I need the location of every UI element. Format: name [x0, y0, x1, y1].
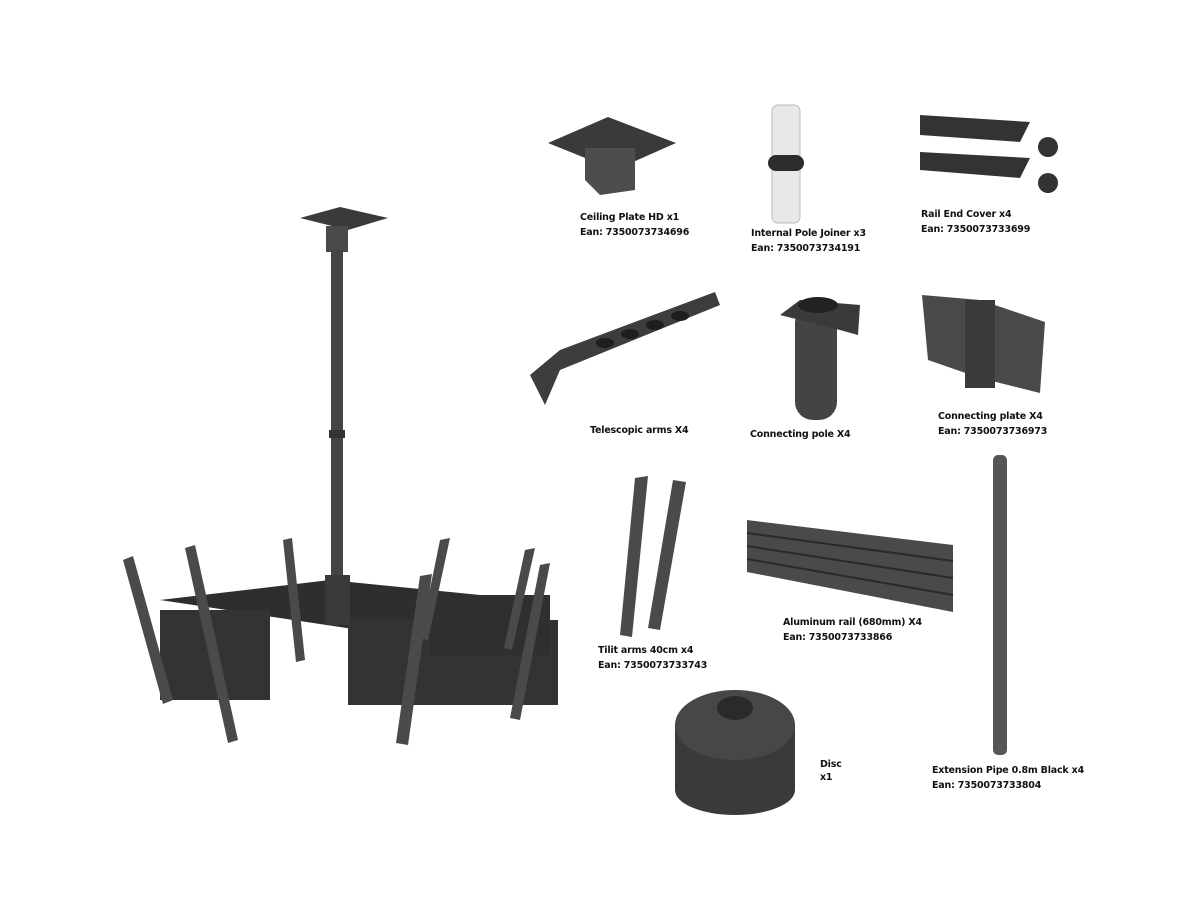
part-ean: Ean: 7350073733699: [921, 224, 1031, 235]
part-name: Tilit arms 40cm x4: [598, 645, 694, 656]
part-name: Connecting pole X4: [750, 429, 851, 440]
part-name: Ceiling Plate HD x1: [580, 212, 680, 223]
part-name: Telescopic arms X4: [590, 425, 689, 436]
connecting-pole-label: Connecting pole X4: [750, 427, 851, 442]
connecting-plate-image: [922, 295, 1045, 393]
telescopic-arm-image: [530, 292, 720, 405]
part-name: Connecting plate X4: [938, 411, 1043, 422]
part-ean: Ean: 7350073733743: [598, 660, 708, 671]
tilt-arms-image: [620, 476, 686, 637]
part-name: Internal Pole Joiner x3: [751, 228, 866, 239]
part-name: Rail End Cover x4: [921, 209, 1012, 220]
disc-label: Disc x1: [820, 758, 842, 784]
pole-joiner-label: Internal Pole Joiner x3 Ean: 735007373419…: [751, 226, 866, 256]
part-name: Extension Pipe 0.8m Black x4: [932, 765, 1084, 776]
connecting-pole-image: [780, 297, 860, 420]
part-ean: Ean: 7350073733866: [783, 632, 893, 643]
aluminum-rail-image: [746, 520, 954, 612]
part-name: Disc: [820, 759, 842, 770]
assembled-ceiling-mount-image: [123, 207, 558, 745]
tilt-arms-label: Tilit arms 40cm x4 Ean: 7350073733743: [598, 643, 707, 673]
ceiling-plate-label: Ceiling Plate HD x1 Ean: 7350073734696: [580, 210, 689, 240]
aluminum-rail-label: Aluminum rail (680mm) X4 Ean: 73500737338…: [783, 615, 922, 645]
telescopic-arms-label: Telescopic arms X4: [590, 423, 689, 438]
extension-pipe-label: Extension Pipe 0.8m Black x4 Ean: 7350073…: [932, 763, 1084, 793]
disc-image: [675, 690, 795, 815]
part-ean: Ean: 7350073736973: [938, 426, 1048, 437]
part-qty: x1: [820, 772, 833, 783]
part-ean: Ean: 7350073734696: [580, 227, 690, 238]
part-name: Aluminum rail (680mm) X4: [783, 617, 922, 628]
part-ean: Ean: 7350073733804: [932, 780, 1042, 791]
rail-end-cover-image: [920, 115, 1058, 193]
internal-pole-joiner-image: [768, 104, 804, 224]
ceiling-plate-image: [548, 117, 676, 195]
rail-end-cover-label: Rail End Cover x4 Ean: 7350073733699: [921, 207, 1030, 237]
connecting-plate-label: Connecting plate X4 Ean: 7350073736973: [938, 409, 1047, 439]
extension-pipe-image: [993, 455, 1007, 755]
part-ean: Ean: 7350073734191: [751, 243, 861, 254]
